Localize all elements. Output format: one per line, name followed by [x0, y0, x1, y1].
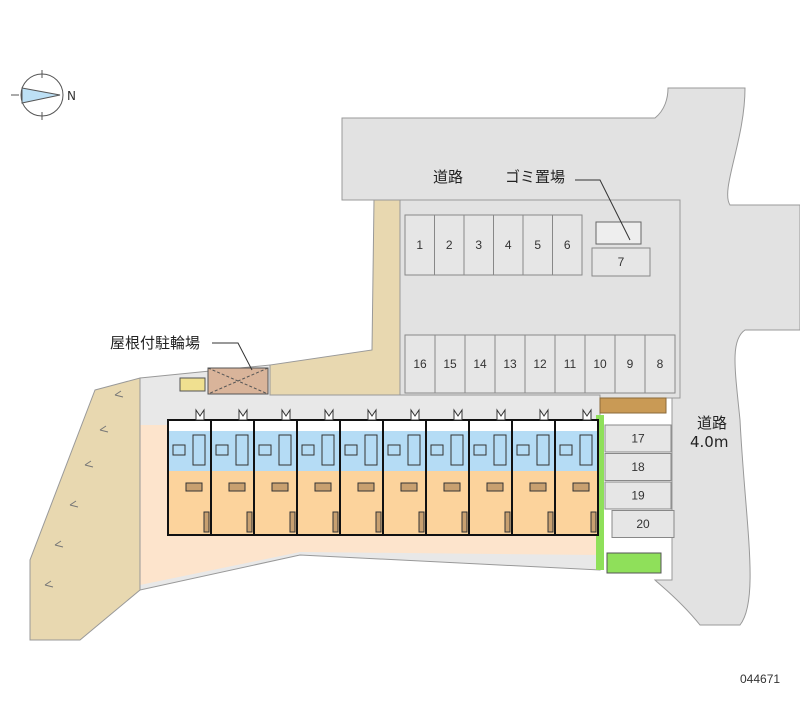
parking-spot: 17	[604, 424, 672, 453]
garbage-leader	[575, 179, 631, 241]
parking-spot-number: 7	[618, 255, 625, 269]
bike-rack	[179, 377, 206, 392]
parking-spot-number: 3	[475, 238, 482, 252]
apartment-unit	[425, 408, 470, 536]
map-id: 044671	[740, 672, 780, 686]
hedge	[599, 397, 667, 414]
parking-spot-number: 19	[631, 489, 645, 503]
road-right-label: 道路	[697, 414, 727, 432]
parking-spot-number: 9	[627, 357, 634, 371]
parking-spot: 8	[644, 334, 676, 394]
parking-spot: 10	[584, 334, 616, 394]
compass-north-label: N	[67, 89, 76, 103]
bike-leader	[212, 342, 253, 371]
apartment-unit	[554, 408, 599, 536]
garbage-label: ゴミ置場	[505, 168, 565, 186]
apartment-unit	[167, 408, 212, 536]
parking-spot: 11	[554, 334, 586, 394]
parking-spot-number: 17	[631, 432, 645, 446]
apartment-unit	[468, 408, 513, 536]
parking-spot: 5	[522, 214, 553, 276]
bike-parking-label: 屋根付駐輪場	[110, 334, 200, 352]
parking-spot: 1	[404, 214, 435, 276]
parking-spot-number: 15	[443, 357, 457, 371]
parking-spot-number: 13	[503, 357, 517, 371]
parking-spot-number: 5	[534, 238, 541, 252]
apartment-unit	[296, 408, 341, 536]
parking-spot: 13	[494, 334, 526, 394]
apartment-unit	[210, 408, 255, 536]
apartment-unit	[339, 408, 384, 536]
apartment-unit	[382, 408, 427, 536]
parking-spot: 15	[434, 334, 466, 394]
bike-parking-cross	[207, 367, 269, 395]
road-top-label: 道路	[433, 168, 463, 186]
parking-spot: 18	[604, 453, 672, 481]
compass-icon	[11, 70, 64, 120]
parking-spot-number: 20	[636, 517, 650, 531]
apartment-unit	[511, 408, 556, 536]
parking-spot: 7	[591, 247, 651, 277]
road-right-width: 4.0m	[690, 433, 728, 451]
parking-spot-number: 12	[533, 357, 547, 371]
parking-spot: 12	[524, 334, 556, 394]
parking-spot-number: 10	[593, 357, 607, 371]
green-patch	[606, 552, 662, 574]
parking-spot-number: 11	[564, 357, 577, 371]
parking-spot: 6	[552, 214, 583, 276]
parking-spot: 16	[404, 334, 436, 394]
road-area	[341, 87, 800, 626]
garbage-area	[595, 221, 642, 245]
parking-spot: 19	[604, 481, 672, 510]
parking-spot-number: 4	[505, 238, 512, 252]
parking-spot-number: 2	[446, 238, 453, 252]
parking-spot-number: 6	[564, 238, 571, 252]
parking-spot-number: 14	[473, 357, 487, 371]
parking-spot: 20	[611, 510, 675, 538]
apartment-units	[167, 408, 599, 536]
parking-spot: 9	[614, 334, 646, 394]
parking-spot-number: 1	[416, 238, 423, 252]
apartment-unit	[253, 408, 298, 536]
green-strip	[596, 415, 604, 570]
parking-spot: 2	[434, 214, 465, 276]
parking-spot: 14	[464, 334, 496, 394]
parking-spot-number: 18	[631, 460, 645, 474]
parking-spot: 4	[493, 214, 524, 276]
tan-strip	[269, 199, 401, 396]
slope-marks	[44, 390, 124, 588]
parking-spot: 3	[463, 214, 494, 276]
parking-spot-number: 8	[657, 357, 664, 371]
parking-spot-number: 16	[413, 357, 427, 371]
slope-area	[29, 377, 141, 641]
